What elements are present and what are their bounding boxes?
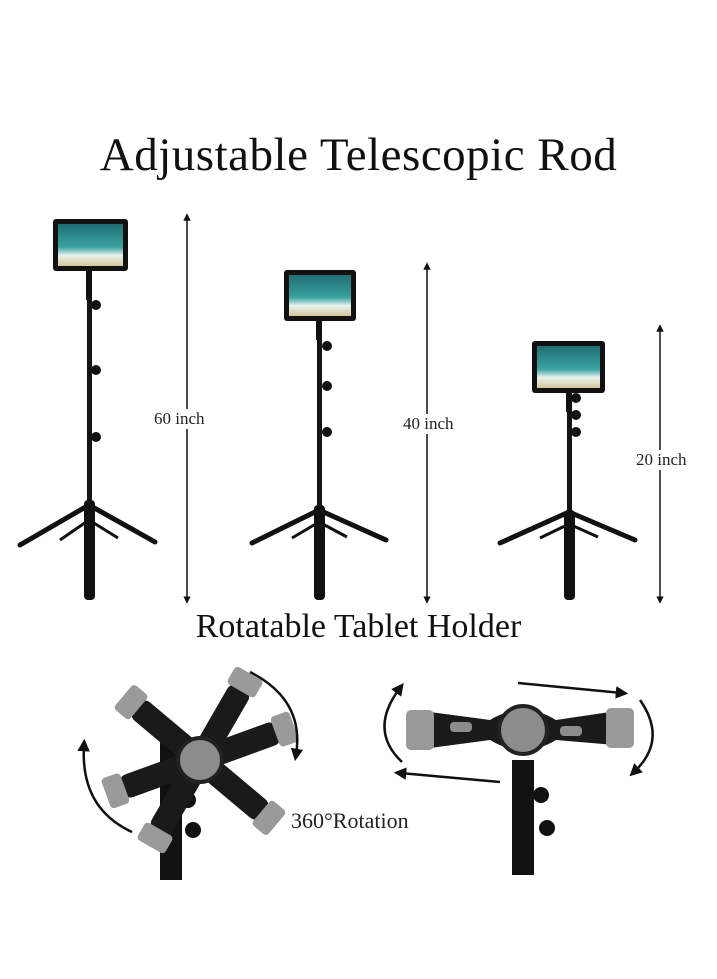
stand-60-inch	[17, 219, 158, 600]
stand-40-inch	[249, 270, 389, 600]
height-label-60: 60 inch	[152, 409, 207, 429]
rotating-holder-illustration	[77, 666, 304, 880]
height-label-20: 20 inch	[634, 450, 689, 470]
page-title: Adjustable Telescopic Rod	[99, 129, 618, 181]
stand-20-inch	[497, 341, 638, 600]
section-subtitle: Rotatable Tablet Holder	[195, 608, 522, 645]
height-label-40: 40 inch	[401, 414, 456, 434]
rotation-label: 360°Rotation	[291, 808, 409, 833]
horizontal-holder-illustration	[383, 681, 654, 875]
